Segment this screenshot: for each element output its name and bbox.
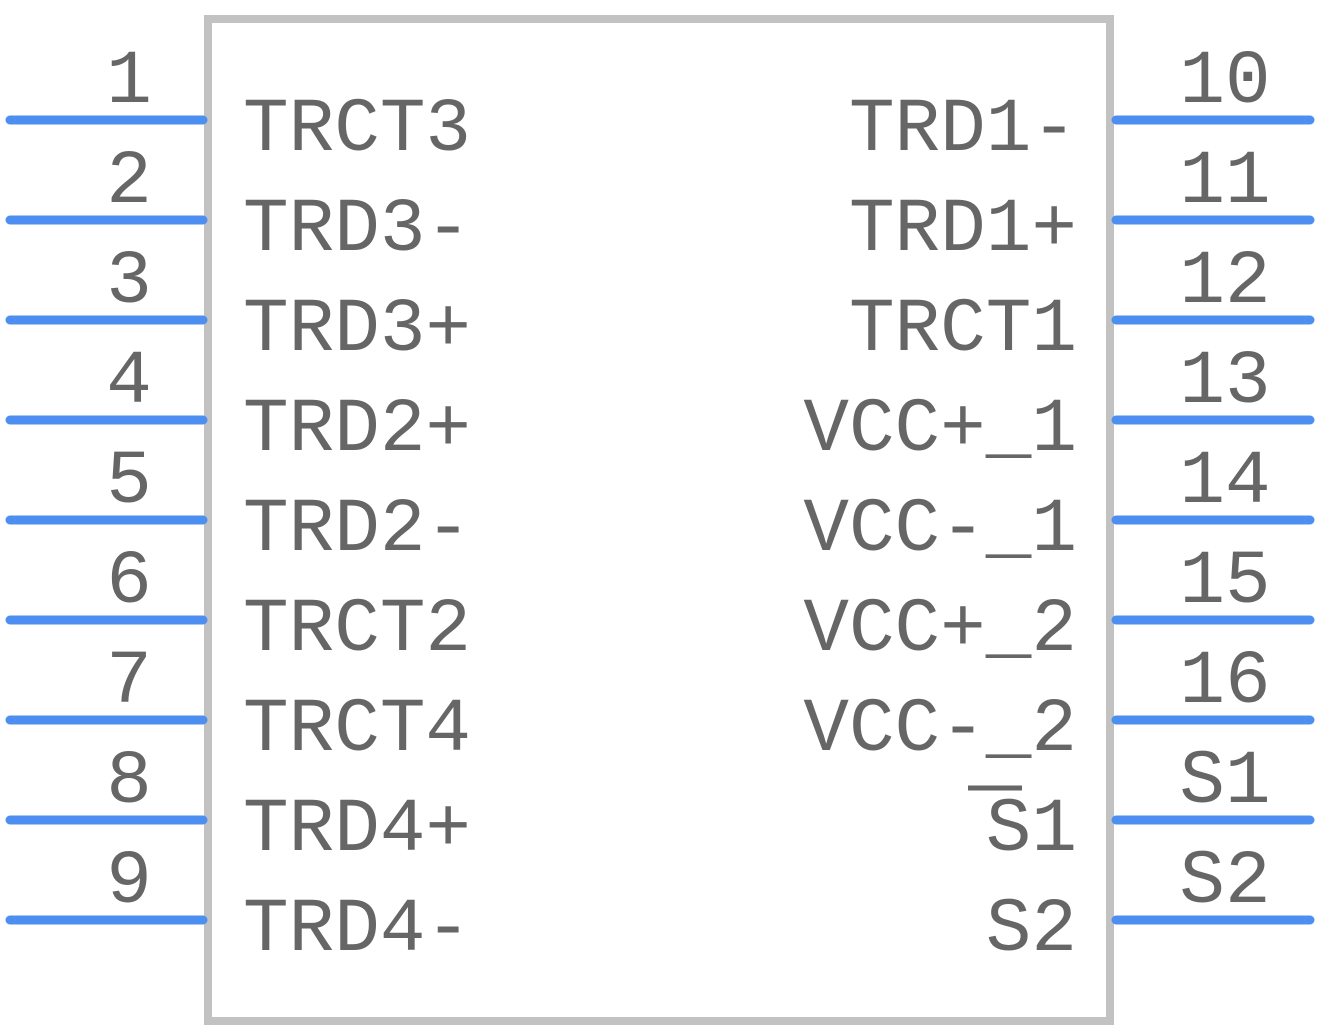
pin-1-label: TRCT3 xyxy=(243,87,471,173)
pin-12-label: TRCT1 xyxy=(849,287,1077,373)
pin-s1-number: S1 xyxy=(1179,739,1270,825)
pin-group: 1TRCT32TRD3-3TRD3+4TRD2+5TRD2-6TRCT27TRC… xyxy=(5,39,1315,973)
pin-5-label: TRD2- xyxy=(243,487,471,573)
pin-3-number: 3 xyxy=(106,239,152,325)
pin-4-label: TRD2+ xyxy=(243,387,471,473)
pin-8-number: 8 xyxy=(106,739,152,825)
pin-s2-label: S2 xyxy=(986,887,1077,973)
pin-s2-number: S2 xyxy=(1179,839,1270,925)
pin-7-label: TRCT4 xyxy=(243,687,471,773)
pin-8-label: TRD4+ xyxy=(243,787,471,873)
pin-15-label: VCC+_2 xyxy=(803,587,1077,673)
pin-5-number: 5 xyxy=(106,439,152,525)
pin-16-label: VCC-_2 xyxy=(803,687,1077,773)
pin-4-number: 4 xyxy=(106,339,152,425)
pin-13-label: VCC+_1 xyxy=(803,387,1077,473)
pin-14-label: VCC-_1 xyxy=(803,487,1077,573)
pin-12-number: 12 xyxy=(1179,239,1270,325)
pin-11-label: TRD1+ xyxy=(849,187,1077,273)
component-body xyxy=(204,15,1114,1025)
pin-2-number: 2 xyxy=(106,139,152,225)
pin-10-label: TRD1- xyxy=(849,87,1077,173)
pin-9-label: TRD4- xyxy=(243,887,471,973)
pin-7-number: 7 xyxy=(106,639,152,725)
pin-2-label: TRD3- xyxy=(243,187,471,273)
pin-6-number: 6 xyxy=(106,539,152,625)
pin-16-number: 16 xyxy=(1179,639,1270,725)
pin-3-label: TRD3+ xyxy=(243,287,471,373)
pin-13-number: 13 xyxy=(1179,339,1270,425)
pin-10-number: 10 xyxy=(1179,39,1270,125)
pin-1-number: 1 xyxy=(106,39,152,125)
pin-9-number: 9 xyxy=(106,839,152,925)
pin-14-number: 14 xyxy=(1179,439,1270,525)
pin-6-label: TRCT2 xyxy=(243,587,471,673)
pin-s1-label: S1 xyxy=(986,787,1077,873)
pin-11-number: 11 xyxy=(1179,139,1270,225)
pin-15-number: 15 xyxy=(1179,539,1270,625)
